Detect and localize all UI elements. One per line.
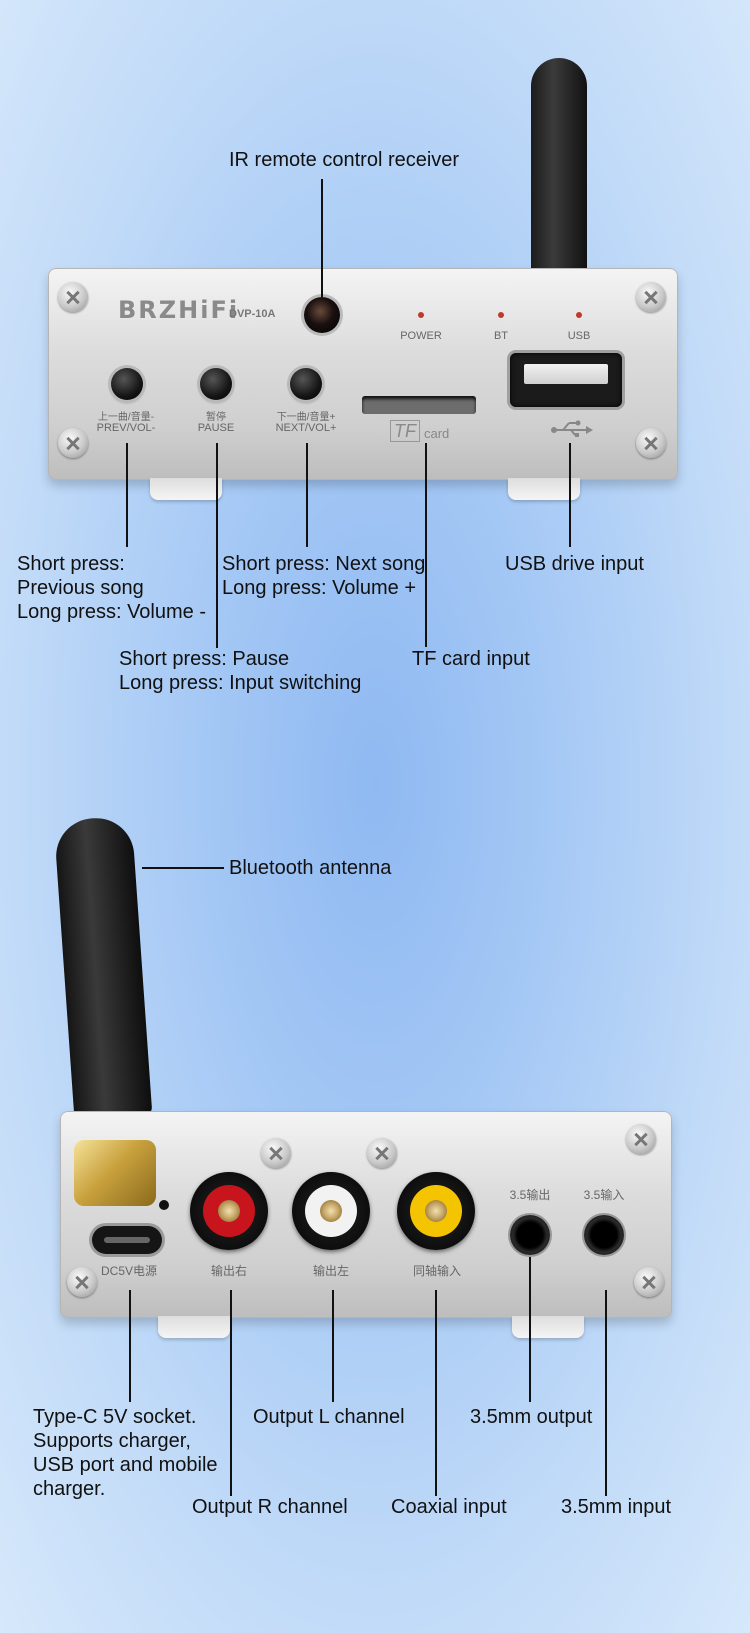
label-bluetooth-antenna: Bluetooth antenna — [229, 857, 392, 879]
label-prev-line3: Long press: Volume - — [17, 601, 206, 623]
leader-usb — [569, 443, 571, 547]
screw-icon — [367, 1138, 397, 1168]
label-next-line1: Short press: Next song — [222, 553, 426, 575]
label-typec-line4: charger. — [33, 1478, 106, 1500]
label-prev-line1: Short press: — [17, 553, 125, 575]
leader-35-in — [605, 1290, 607, 1496]
leader-next — [306, 443, 308, 547]
antenna-bottom — [53, 815, 153, 1121]
pause-label-cn: 暂停 — [206, 412, 226, 423]
foot-left — [158, 1316, 230, 1338]
indicator-hole — [159, 1200, 169, 1210]
pause-button[interactable] — [200, 368, 232, 400]
prev-button[interactable] — [111, 368, 143, 400]
next-button[interactable] — [290, 368, 322, 400]
led-bt — [498, 312, 504, 318]
label-output-l: Output L channel — [253, 1406, 405, 1428]
label-pause-line2: Long press: Input switching — [119, 672, 362, 694]
prev-label-en: PREV/VOL- — [96, 422, 156, 434]
label-prev-line2: Previous song — [17, 577, 144, 599]
screw-icon — [626, 1124, 656, 1154]
label-3-5mm-output: 3.5mm output — [470, 1406, 593, 1428]
label-coax-cn: 同轴输入 — [412, 1264, 461, 1278]
leader-typec — [129, 1290, 131, 1402]
foot-right — [508, 478, 580, 500]
leader-out-r — [230, 1290, 232, 1496]
antenna-top — [531, 58, 587, 288]
leader-35-out — [529, 1257, 531, 1402]
label-typec-line3: USB port and mobile — [33, 1454, 218, 1476]
screw-icon — [261, 1138, 291, 1168]
jack-3-5mm-output[interactable] — [510, 1215, 550, 1255]
leader-pause — [216, 443, 218, 648]
screw-icon — [67, 1267, 97, 1297]
label-ir-receiver: IR remote control receiver — [229, 149, 460, 171]
usb-port[interactable] — [510, 353, 622, 407]
rca-coaxial-input[interactable] — [397, 1172, 475, 1250]
tf-card-slot[interactable] — [362, 396, 476, 414]
led-label-usb: USB — [567, 330, 591, 342]
brand-logo: BRZHiFi — [118, 296, 240, 324]
rca-output-left[interactable] — [292, 1172, 370, 1250]
label-pause-line1: Short press: Pause — [119, 648, 290, 670]
rca-output-right[interactable] — [190, 1172, 268, 1250]
leader-tf — [425, 443, 427, 647]
screw-icon — [636, 428, 666, 458]
screw-icon — [58, 282, 88, 312]
antenna-connector — [74, 1140, 156, 1206]
usb-icon — [549, 418, 593, 438]
leader-antenna — [142, 867, 224, 869]
label-35-out-cn: 3.5输出 — [509, 1188, 551, 1202]
leader-coax — [435, 1290, 437, 1496]
label-out-right-cn: 输出右 — [210, 1264, 247, 1278]
label-typec-line1: Type-C 5V socket. — [33, 1406, 197, 1428]
screw-icon — [636, 282, 666, 312]
leader-out-l — [332, 1290, 334, 1402]
foot-left — [150, 478, 222, 500]
foot-right — [512, 1316, 584, 1338]
next-label-en: NEXT/VOL+ — [275, 422, 337, 434]
label-typec-line2: Supports charger, — [33, 1430, 191, 1452]
label-dc5v: DC5V电源 — [100, 1264, 157, 1278]
led-label-power: POWER — [400, 330, 442, 342]
label-next-line2: Long press: Volume + — [222, 577, 417, 599]
led-power — [418, 312, 424, 318]
next-label-cn: 下一曲/音量+ — [276, 412, 336, 423]
label-coaxial-input: Coaxial input — [391, 1496, 507, 1518]
jack-3-5mm-input[interactable] — [584, 1215, 624, 1255]
screw-icon — [58, 428, 88, 458]
label-out-left-cn: 输出左 — [312, 1264, 349, 1278]
typec-port[interactable] — [92, 1226, 162, 1254]
ir-receiver — [304, 297, 340, 333]
prev-label-cn: 上一曲/音量- — [97, 412, 155, 423]
tf-logo: TF — [390, 420, 420, 442]
model-label: DVP-10A — [229, 308, 276, 320]
leader-ir — [321, 179, 323, 297]
label-35-in-cn: 3.5输入 — [583, 1188, 625, 1202]
label-output-r: Output R channel — [192, 1496, 348, 1518]
screw-icon — [634, 1267, 664, 1297]
leader-prev — [126, 443, 128, 547]
label-usb-input: USB drive input — [505, 553, 644, 575]
label-3-5mm-input: 3.5mm input — [561, 1496, 672, 1518]
label-tf-input: TF card input — [412, 648, 530, 670]
pause-label-en: PAUSE — [197, 422, 235, 434]
tf-card-text: card — [424, 426, 450, 441]
led-usb — [576, 312, 582, 318]
led-label-bt: BT — [493, 330, 509, 342]
